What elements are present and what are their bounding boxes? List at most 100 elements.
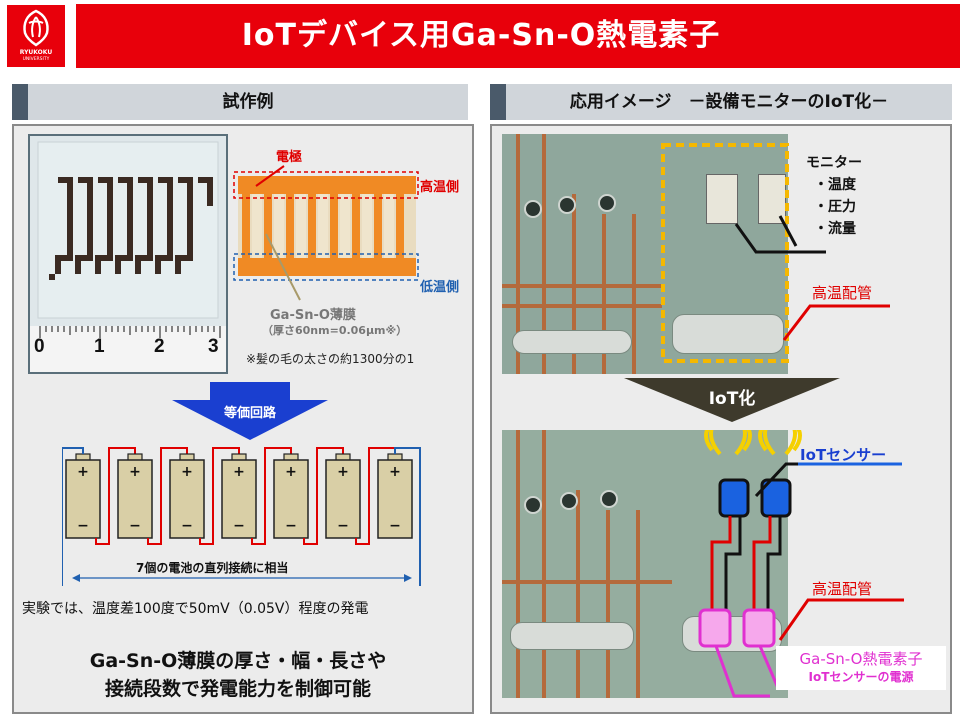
- electrode-schematic: [233, 165, 419, 301]
- series-wire: [303, 447, 344, 545]
- logo-subtitle: UNIVERSITY: [22, 57, 50, 62]
- footnote: ※髪の毛の太さの約1300分の1: [246, 352, 415, 366]
- gauge: [560, 492, 578, 510]
- iot-sensor-pointer: [754, 462, 902, 498]
- hot-pipe-pointer-bottom: [778, 598, 904, 641]
- pipe: [542, 134, 546, 374]
- left-section-title: 試作例: [222, 92, 274, 112]
- span-arrow-left: [72, 574, 80, 582]
- pipe-tank: [510, 622, 634, 650]
- pipe: [516, 134, 520, 374]
- battery-plus-sign: +: [77, 464, 89, 480]
- battery-plus-sign: +: [285, 464, 297, 480]
- ruler: 0 1 2 3: [30, 326, 226, 372]
- series-wire: [199, 447, 240, 545]
- battery-minus-sign: −: [337, 518, 349, 534]
- battery: [325, 459, 361, 539]
- pipe: [602, 214, 606, 374]
- battery-plus-sign: +: [181, 464, 193, 480]
- monitor-item-pressure: ・圧力: [814, 199, 856, 215]
- gauge: [598, 194, 616, 212]
- battery: [117, 459, 153, 539]
- iot-arrow-label: IoT化: [708, 389, 756, 409]
- battery-minus-sign: −: [129, 518, 141, 534]
- battery-plus-sign: +: [129, 464, 141, 480]
- film-thickness: （厚さ60nm=0.06μm※）: [262, 324, 408, 337]
- prototype-device-image: [37, 141, 219, 319]
- header: RYUKOKU UNIVERSITY IoTデバイス用Ga-Sn-O熱電素子: [0, 0, 960, 72]
- pipe-tank: [672, 314, 784, 354]
- cold-side-label: 低温側: [420, 280, 460, 295]
- hot-side-label: 高温側: [420, 180, 460, 195]
- battery: [273, 459, 309, 539]
- pipe: [606, 510, 610, 698]
- university-logo[interactable]: RYUKOKU UNIVERSITY: [6, 4, 66, 68]
- battery-plus-sign: +: [233, 464, 245, 480]
- battery-minus-sign: −: [181, 518, 193, 534]
- film-label: Ga-Sn-O薄膜: [270, 308, 356, 323]
- right-section-title: 応用イメージ －設備モニターのIoT化－: [569, 92, 889, 112]
- conclusion-line-2: 接続段数で発電能力を制御可能: [104, 678, 371, 700]
- hot-pipe-label-top: 高温配管: [812, 284, 873, 302]
- monitor-title: モニター: [806, 155, 862, 171]
- battery-minus-sign: −: [233, 518, 245, 534]
- right-section-heading: 応用イメージ －設備モニターのIoT化－: [490, 84, 952, 120]
- battery-plus-sign: +: [337, 464, 349, 480]
- conclusion-line-1: Ga-Sn-O薄膜の厚さ・幅・長さや: [89, 650, 387, 672]
- monitor-item-flow: ・流量: [814, 221, 856, 237]
- span-arrow-right: [404, 574, 412, 582]
- iot-wiring: [698, 430, 802, 698]
- gauge: [524, 200, 542, 218]
- ruler-number-0: 0: [34, 336, 45, 357]
- battery-minus-sign: −: [285, 518, 297, 534]
- battery: [169, 459, 205, 539]
- battery: [221, 459, 257, 539]
- gauge: [558, 196, 576, 214]
- experiment-text: 実験では、温度差100度で50mV（0.05V）程度の発電: [22, 601, 369, 617]
- pipe: [576, 490, 580, 698]
- pipe: [502, 304, 662, 308]
- factory-photo-before: [502, 134, 788, 374]
- series-wire: [147, 447, 188, 545]
- battery: [65, 459, 101, 539]
- pipe: [502, 580, 672, 584]
- left-section-heading: 試作例: [12, 84, 468, 120]
- monitor-box: [706, 174, 738, 224]
- equivalent-label: 等価回路: [223, 406, 276, 421]
- iot-arrow: [624, 378, 840, 422]
- gauge: [524, 496, 542, 514]
- pipe: [502, 284, 662, 288]
- pipe: [632, 214, 636, 374]
- equivalent-arrow: [172, 382, 328, 440]
- element-label: Ga-Sn-O熱電素子: [799, 650, 923, 668]
- title-bar: IoTデバイス用Ga-Sn-O熱電素子: [76, 4, 960, 68]
- negative-lead: [62, 447, 84, 586]
- element-label-box: [776, 646, 946, 690]
- ruler-ticks: [39, 326, 221, 338]
- battery-chain: +−+−+−+−+−+−+−: [62, 447, 421, 586]
- logo-name: RYUKOKU: [19, 49, 53, 56]
- hot-pipe-label-bottom: 高温配管: [812, 580, 873, 598]
- monitor-item-temperature: ・温度: [814, 177, 856, 193]
- hot-pipe-pointer-top: [782, 304, 890, 341]
- page-title: IoTデバイス用Ga-Sn-O熱電素子: [241, 18, 721, 53]
- monitor-highlight: [661, 143, 789, 363]
- pipe: [516, 430, 520, 698]
- iot-sensor-label: IoTセンサー: [800, 446, 887, 464]
- electrode-label: 電極: [276, 150, 303, 165]
- gauge: [600, 490, 618, 508]
- series-wire: [95, 447, 136, 545]
- university-crest-icon: [23, 9, 49, 47]
- ruler-number-1: 1: [94, 336, 105, 357]
- prototype-photo: 0 1 2 3: [28, 134, 228, 374]
- positive-lead: [394, 447, 421, 586]
- ruler-number-2: 2: [154, 336, 165, 357]
- pipe: [542, 430, 546, 698]
- element-sub-label: IoTセンサーの電源: [808, 670, 914, 684]
- battery-minus-sign: −: [77, 518, 89, 534]
- series-label: 7個の電池の直列接続に相当: [136, 561, 289, 575]
- monitor-pointer-lines: [734, 215, 826, 254]
- series-wire: [251, 447, 292, 545]
- pipe: [636, 510, 640, 698]
- ruler-number-3: 3: [208, 336, 219, 357]
